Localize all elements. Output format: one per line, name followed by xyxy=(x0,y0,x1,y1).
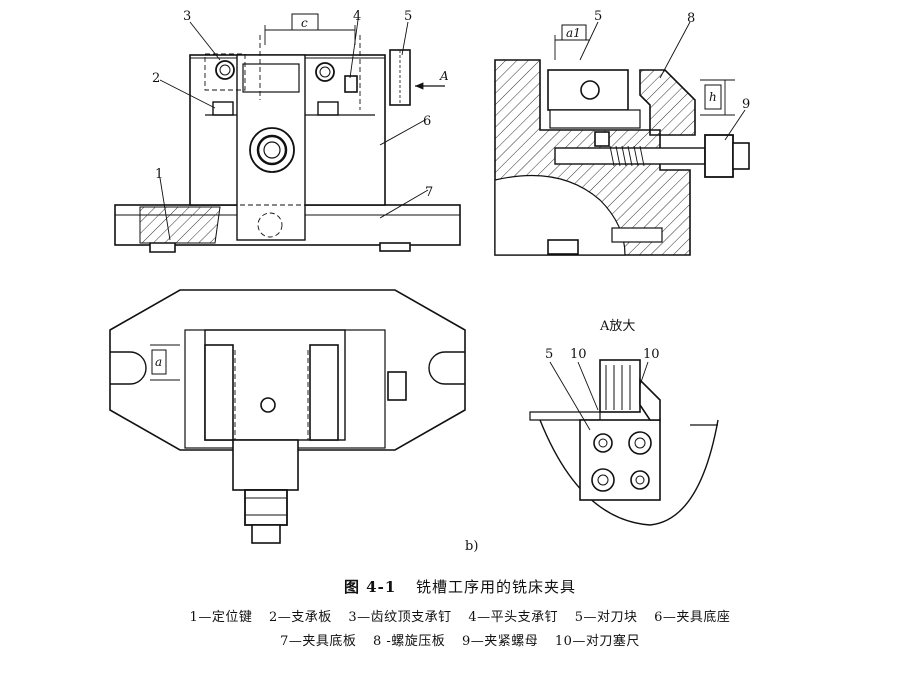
callout-9: 9 xyxy=(742,97,750,112)
callout-6: 6 xyxy=(423,114,431,129)
callout-3: 3 xyxy=(183,9,191,24)
figure-caption: 图 4-1 铣槽工序用的铣床夹具 xyxy=(0,576,920,597)
legend-item: 7—夹具底板 xyxy=(280,634,357,649)
legend-item: 5—对刀块 xyxy=(574,610,638,625)
callout-5-detail: 5 xyxy=(545,347,553,362)
callout-7: 7 xyxy=(425,185,433,200)
callout-4: 4 xyxy=(353,9,361,24)
callout-10-right: 10 xyxy=(643,347,660,362)
figure-title: 铣槽工序用的铣床夹具 xyxy=(416,578,577,596)
legend-item: 3—齿纹顶支承钉 xyxy=(348,610,452,625)
plan-view xyxy=(109,289,466,544)
legend-item: 4—平头支承钉 xyxy=(468,610,559,625)
callout-1: 1 xyxy=(155,167,163,182)
leader-lines xyxy=(159,19,746,431)
callout-5-front: 5 xyxy=(404,9,412,24)
fixture-drawing: 3 2 4 5 6 7 1 5 8 9 5 10 10 c a1 h a A A… xyxy=(109,9,750,554)
legend-item: 8 -螺旋压板 xyxy=(373,634,446,649)
dim-c-label: c xyxy=(301,16,308,30)
legend-item: 10—对刀塞尺 xyxy=(554,634,640,649)
legend-line-1: 1—定位键 2—支承板 3—齿纹顶支承钉 4—平头支承钉 5—对刀块 6—夹具底… xyxy=(0,606,920,625)
legend-line-2: 7—夹具底板 8 -螺旋压板 9—夹紧螺母 10—对刀塞尺 xyxy=(0,630,920,649)
figure-number: 图 4-1 xyxy=(343,578,397,596)
dim-h-label: h xyxy=(709,90,717,104)
detail-title: A放大 xyxy=(599,319,635,334)
callout-2: 2 xyxy=(152,71,160,86)
sublabel-b: b) xyxy=(465,539,478,554)
callout-5-side: 5 xyxy=(594,9,602,24)
view-arrow-label: A xyxy=(439,69,449,83)
legend-item: 2—支承板 xyxy=(268,610,332,625)
dim-a-label: a xyxy=(155,355,162,369)
legend-item: 1—定位键 xyxy=(189,610,253,625)
front-view xyxy=(114,13,461,253)
side-section-view xyxy=(494,24,750,256)
detail-a-view xyxy=(529,359,719,526)
callout-8: 8 xyxy=(687,11,695,26)
legend-item: 6—夹具底座 xyxy=(654,610,731,625)
callout-10-left: 10 xyxy=(570,347,587,362)
dim-a1-label: a1 xyxy=(566,26,581,40)
legend-item: 9—夹紧螺母 xyxy=(461,634,539,649)
